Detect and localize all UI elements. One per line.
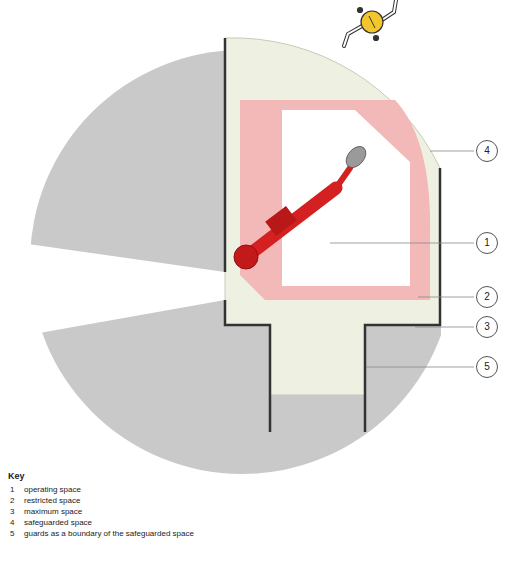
guard-wall xyxy=(365,168,440,432)
key-heading: Key xyxy=(8,472,25,482)
callout-number: 1 xyxy=(484,238,490,248)
key-number: 5 xyxy=(10,530,14,539)
leader-line xyxy=(415,327,474,328)
leader-line xyxy=(418,297,474,298)
callout-circle: 2 xyxy=(476,286,498,308)
callout-circle: 5 xyxy=(476,356,498,378)
restricted-space xyxy=(240,100,430,300)
callout-number: 2 xyxy=(484,292,490,302)
guard-wall xyxy=(224,38,227,272)
robot xyxy=(234,143,370,269)
guard-wall xyxy=(225,300,270,432)
key-number: 2 xyxy=(10,497,14,506)
leader-line xyxy=(430,151,474,152)
safeguarded-space xyxy=(225,38,440,395)
person-icon xyxy=(344,0,396,46)
robot-base xyxy=(234,245,258,269)
callout-number: 3 xyxy=(484,322,490,332)
leader-lines xyxy=(330,151,474,367)
robot-gripper xyxy=(342,143,370,172)
key-text: maximum space xyxy=(24,508,82,517)
key-text: restricted space xyxy=(24,497,80,506)
leader-line xyxy=(366,367,474,368)
guards xyxy=(225,38,440,432)
callout-circle: 4 xyxy=(476,140,498,162)
callout-circle: 1 xyxy=(476,232,498,254)
callout-circle: 3 xyxy=(476,316,498,338)
key-text: operating space xyxy=(24,486,81,495)
key-number: 1 xyxy=(10,486,14,495)
leader-line xyxy=(330,243,474,244)
callout-number: 4 xyxy=(484,146,490,156)
operating-space xyxy=(282,110,410,286)
robot-joint xyxy=(265,206,297,236)
robot-wrist xyxy=(336,168,350,188)
key-number: 4 xyxy=(10,519,14,528)
maximum-space-gap xyxy=(0,240,225,340)
robot-arm xyxy=(246,188,336,257)
key-text: safeguarded space xyxy=(24,519,92,528)
key-text: guards as a boundary of the safeguarded … xyxy=(24,530,194,539)
key-number: 3 xyxy=(10,508,14,517)
callout-number: 5 xyxy=(484,362,490,372)
